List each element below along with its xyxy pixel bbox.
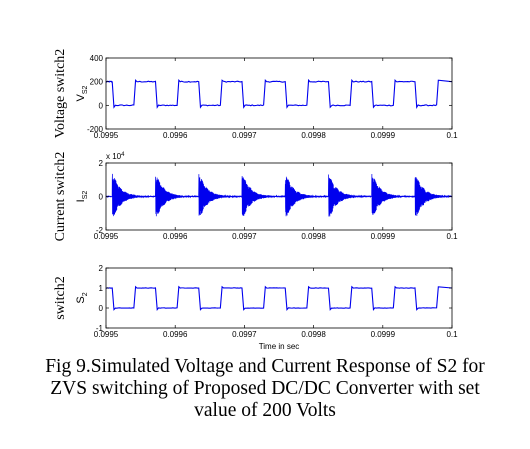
y-axis-label: Current switch2 [53,152,68,242]
x-tick-label: 0.0995 [94,232,119,241]
x-tick-label: 0.0999 [371,232,396,241]
x-tick-label: 0.0995 [94,131,119,140]
x-tick-label: 0.0998 [301,131,326,140]
chart-panel-1: 0.0995 0.0996 0.0997 0.0998 0.0999 0.1 400 200 0… [53,49,458,140]
chart-panel-3: 0.0995 0.0996 0.0997 0.0998 0.0999 0.1 2 1 0 -1 sw… [53,264,458,351]
y-tick-label: 0 [99,304,104,313]
y-tick-label: -2 [96,226,104,235]
x-tick-label: 0.1 [446,131,458,140]
y-axis-symbol: IS2 [75,191,89,203]
y-tick-label: 2 [99,159,104,168]
y-tick-label: 400 [90,54,104,63]
x-tick-label: 0.0997 [232,232,257,241]
y-exponent-label: x 104 [106,152,125,161]
y-tick-label: 0 [99,193,104,202]
x-tick-label: 0.0996 [163,131,188,140]
caption-line-2: ZVS switching of Proposed DC/DC Converte… [50,378,480,399]
y-tick-label: 2 [99,264,104,273]
y-tick-label: 200 [90,78,104,87]
x-tick-label: 0.0995 [94,330,119,339]
series-trace-3 [105,285,453,312]
y-tick-label: 1 [99,284,104,293]
caption-line-1: Fig 9.Simulated Voltage and Current Resp… [45,356,485,377]
x-tick-label: 0.0997 [232,131,257,140]
x-tick-label: 0.0996 [163,232,188,241]
plot-frame-3 [105,267,453,329]
y-axis-label: switch2 [53,276,68,320]
x-tick-label: 0.0998 [301,232,326,241]
series-trace-1 [105,78,453,109]
y-axis-symbol: VS2 [75,85,89,101]
x-tick-label: 0.1 [446,232,458,241]
x-tick-label: 0.0996 [163,330,188,339]
x-axis-label: Time in sec [259,342,300,351]
y-tick-label: -200 [87,125,104,134]
x-tick-label: 0.1 [446,330,458,339]
y-axis-symbol: S2 [75,292,89,303]
plot-frame-1 [105,57,453,130]
x-tick-label: 0.0999 [371,330,396,339]
y-tick-label: 0 [99,101,104,110]
chart-panel-2: 0.0995 0.0996 0.0997 0.0998 0.0999 0.1 2 0 -2 x 1… [53,152,458,242]
caption-line-3: value of 200 Volts [194,400,336,421]
figure-caption: Fig 9.Simulated Voltage and Current Resp… [0,356,530,422]
y-tick-label: -1 [96,324,104,333]
x-tick-label: 0.0997 [232,330,257,339]
x-tick-label: 0.0998 [301,330,326,339]
x-tick-label: 0.0999 [371,131,396,140]
series-trace-2 [105,173,453,217]
y-axis-label: Voltage switch2 [53,49,68,139]
